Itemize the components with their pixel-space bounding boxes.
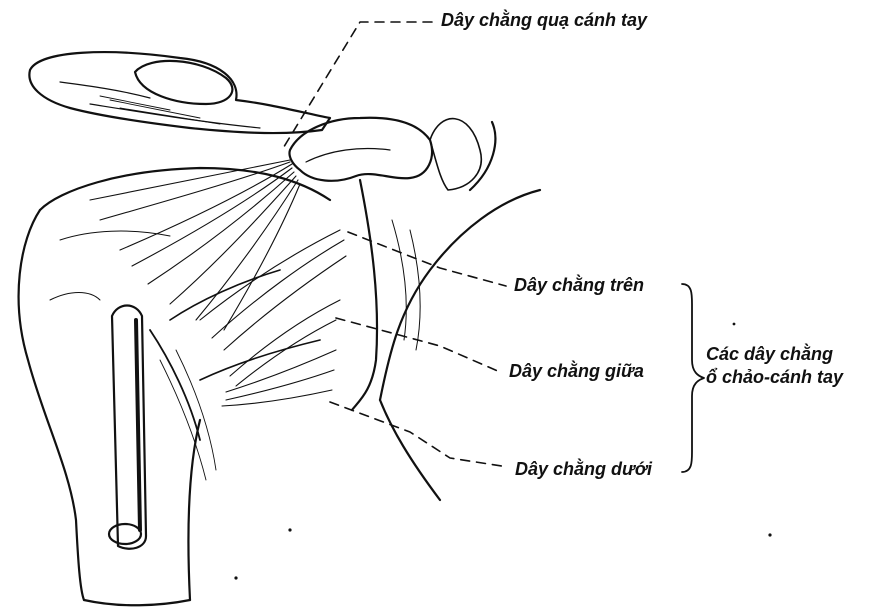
label-group-line1: Các dây chằng <box>706 343 843 366</box>
acromion <box>29 52 330 133</box>
biceps-tendon <box>109 306 146 549</box>
label-middle-ligament: Dây chằng giữa <box>509 362 644 380</box>
label-coracohumeral-ligament: Dây chằng quạ cánh tay <box>441 11 647 29</box>
label-inferior-ligament: Dây chằng dưới <box>515 460 652 478</box>
label-glenohumeral-group: Các dây chằng ổ chảo-cánh tay <box>706 343 843 388</box>
humerus <box>19 168 330 605</box>
label-group-line2: ổ chảo-cánh tay <box>706 366 843 389</box>
coracoid-process <box>289 118 431 181</box>
stray-dots <box>234 323 771 580</box>
group-brace <box>682 284 704 472</box>
glenohumeral-ligaments <box>150 230 346 480</box>
label-superior-ligament: Dây chằng trên <box>514 276 644 294</box>
leader-lines <box>282 22 508 467</box>
